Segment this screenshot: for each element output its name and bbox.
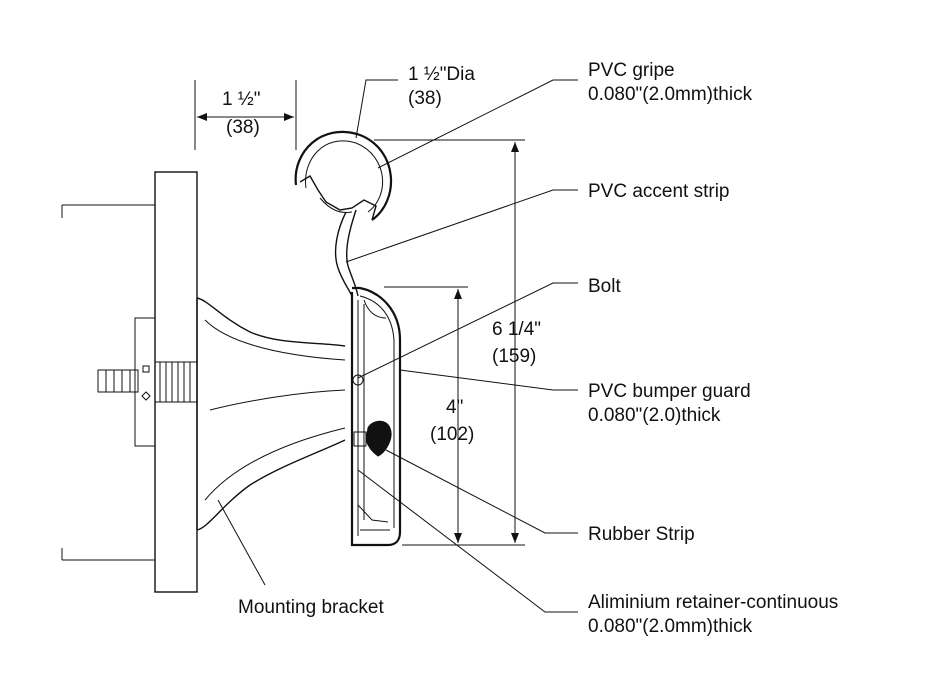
pvc-gripe <box>294 130 393 221</box>
mounting-bracket <box>196 297 346 531</box>
dimension-height-total <box>374 139 525 546</box>
pvc-accent-strip <box>334 209 359 297</box>
label-bolt: Bolt <box>588 276 621 297</box>
anchor-bolt-assembly <box>97 317 198 447</box>
label-rubber-strip: Rubber Strip <box>588 524 695 545</box>
dimension-offset <box>194 80 297 150</box>
dimension-height-metric: (159) <box>492 346 536 367</box>
wall-outline <box>61 204 155 561</box>
rubber-strip <box>353 420 392 457</box>
label-bumper-guard-thickness: 0.080"(2.0)thick <box>588 405 721 426</box>
label-retainer-thickness: 0.080"(2.0mm)thick <box>588 616 753 637</box>
label-bumper-guard: PVC bumper guard <box>588 381 751 402</box>
dimension-height-guard <box>384 286 468 543</box>
dimension-dia-text: 1 ½"Dia <box>408 64 475 85</box>
label-pvc-accent-strip: PVC accent strip <box>588 181 730 202</box>
dimension-guard-text: 4" <box>446 397 463 418</box>
leader-lines <box>217 79 578 613</box>
dimension-height-text: 6 1/4" <box>492 319 541 340</box>
dimension-offset-metric: (38) <box>226 117 260 138</box>
label-pvc-gripe-thickness: 0.080"(2.0mm)thick <box>588 84 753 105</box>
dimension-guard-metric: (102) <box>430 424 474 445</box>
label-retainer: Aliminium retainer-continuous <box>588 592 838 613</box>
dimension-dia-metric: (38) <box>408 88 442 109</box>
label-mounting-bracket: Mounting bracket <box>238 597 384 618</box>
wall-plate <box>154 171 198 593</box>
bumper-guard-body <box>350 286 402 547</box>
label-pvc-gripe: PVC gripe <box>588 60 675 81</box>
dimension-offset-text: 1 ½" <box>222 89 260 110</box>
